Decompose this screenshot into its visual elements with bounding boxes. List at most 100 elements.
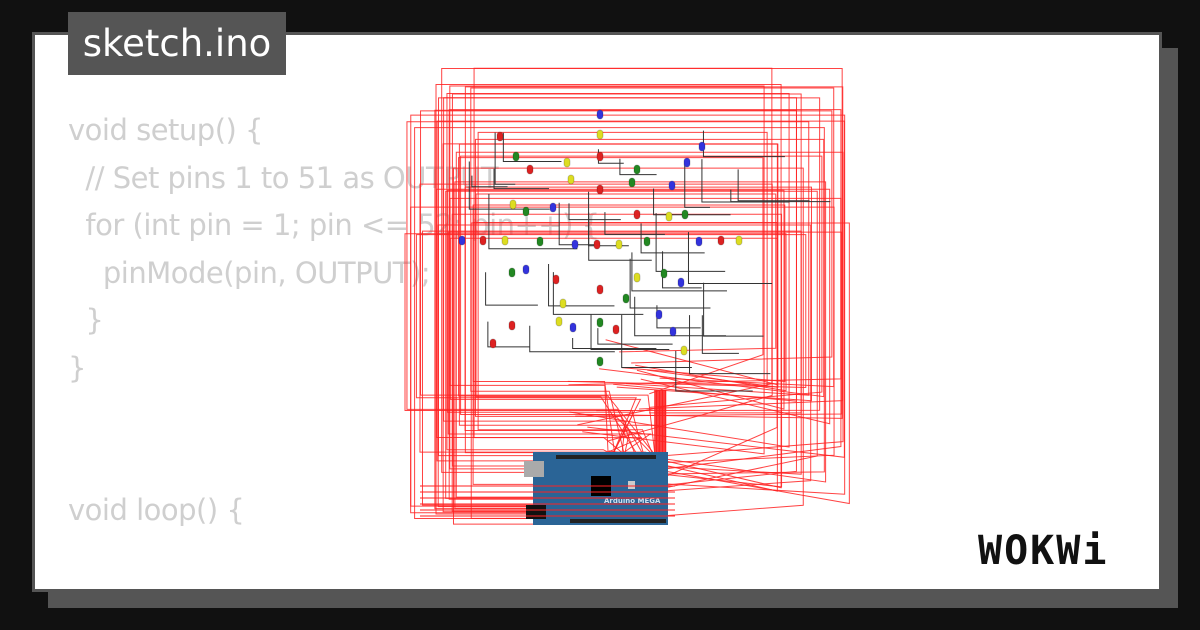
led bbox=[643, 236, 651, 247]
wire bbox=[441, 68, 843, 473]
led bbox=[458, 235, 466, 246]
led bbox=[569, 322, 577, 333]
led bbox=[633, 272, 641, 283]
led bbox=[596, 151, 604, 162]
wire bbox=[675, 350, 753, 392]
led bbox=[596, 184, 604, 195]
led bbox=[522, 206, 530, 217]
wire bbox=[558, 202, 596, 246]
led bbox=[559, 298, 567, 309]
led bbox=[622, 293, 630, 304]
usb-port bbox=[524, 461, 544, 477]
wire bbox=[472, 204, 786, 456]
wire bbox=[552, 272, 644, 315]
led bbox=[522, 264, 530, 275]
code-line: } bbox=[68, 350, 86, 385]
wire bbox=[415, 234, 807, 456]
led bbox=[633, 164, 641, 175]
wire bbox=[471, 175, 508, 188]
code-line: pinMode(pin, OUTPUT); bbox=[68, 255, 431, 290]
code-line: void loop() { bbox=[68, 493, 245, 527]
wire bbox=[689, 315, 771, 375]
led bbox=[596, 109, 604, 120]
wire bbox=[473, 67, 773, 456]
wire bbox=[640, 223, 705, 254]
wire bbox=[631, 252, 727, 292]
file-tab: sketch.ino bbox=[68, 12, 286, 75]
led bbox=[735, 235, 743, 246]
wire bbox=[619, 158, 657, 176]
wire bbox=[662, 251, 702, 289]
wire bbox=[572, 337, 657, 350]
led bbox=[628, 177, 636, 188]
wire bbox=[548, 264, 615, 307]
code-line: } bbox=[68, 303, 104, 337]
led bbox=[567, 174, 575, 185]
led bbox=[660, 268, 668, 279]
wire bbox=[568, 203, 621, 221]
wire bbox=[420, 110, 833, 456]
wire bbox=[701, 315, 739, 354]
led bbox=[512, 151, 520, 162]
led bbox=[717, 235, 725, 246]
wire bbox=[597, 328, 673, 345]
wire bbox=[687, 232, 773, 285]
wire bbox=[634, 296, 726, 337]
wire bbox=[701, 159, 790, 203]
wire bbox=[590, 313, 670, 350]
led bbox=[508, 267, 516, 278]
wire bbox=[443, 97, 798, 456]
wire bbox=[730, 189, 831, 203]
wire bbox=[702, 130, 785, 158]
led bbox=[681, 209, 689, 220]
led bbox=[496, 131, 504, 142]
wire bbox=[588, 212, 652, 261]
led bbox=[615, 239, 623, 250]
wire bbox=[494, 132, 516, 185]
led bbox=[563, 157, 571, 168]
reset-button bbox=[628, 481, 635, 489]
led bbox=[698, 141, 706, 152]
wire bbox=[493, 168, 550, 190]
led bbox=[680, 345, 688, 356]
wire bbox=[487, 321, 530, 348]
led bbox=[489, 338, 497, 349]
wire bbox=[656, 305, 701, 329]
wire bbox=[406, 121, 810, 456]
led bbox=[596, 284, 604, 295]
preview-card: void setup() { // Set pins 1 to 51 as OU… bbox=[32, 32, 1162, 592]
header-pins bbox=[570, 519, 666, 523]
board-label: Arduino MEGA bbox=[604, 497, 661, 505]
led bbox=[596, 356, 604, 367]
led bbox=[683, 157, 691, 168]
wire bbox=[477, 131, 768, 456]
led bbox=[479, 235, 487, 246]
led bbox=[509, 199, 517, 210]
header-pins bbox=[556, 455, 656, 459]
wire bbox=[404, 233, 787, 456]
wire bbox=[475, 193, 777, 456]
led bbox=[549, 202, 557, 213]
led bbox=[571, 239, 579, 250]
led bbox=[508, 320, 516, 331]
led bbox=[596, 129, 604, 140]
led bbox=[552, 274, 560, 285]
wire bbox=[684, 161, 710, 208]
wire bbox=[446, 92, 790, 456]
wire bbox=[629, 258, 711, 309]
led bbox=[612, 324, 620, 335]
wire bbox=[488, 193, 578, 250]
wire bbox=[529, 325, 615, 353]
wire bbox=[458, 157, 764, 456]
led bbox=[655, 309, 663, 320]
led bbox=[501, 235, 509, 246]
led bbox=[695, 236, 703, 247]
led bbox=[665, 211, 673, 222]
wire bbox=[502, 132, 562, 163]
led bbox=[668, 180, 676, 191]
wire bbox=[653, 188, 731, 216]
led bbox=[536, 236, 544, 247]
wire bbox=[468, 161, 550, 210]
power-jack bbox=[526, 505, 546, 519]
